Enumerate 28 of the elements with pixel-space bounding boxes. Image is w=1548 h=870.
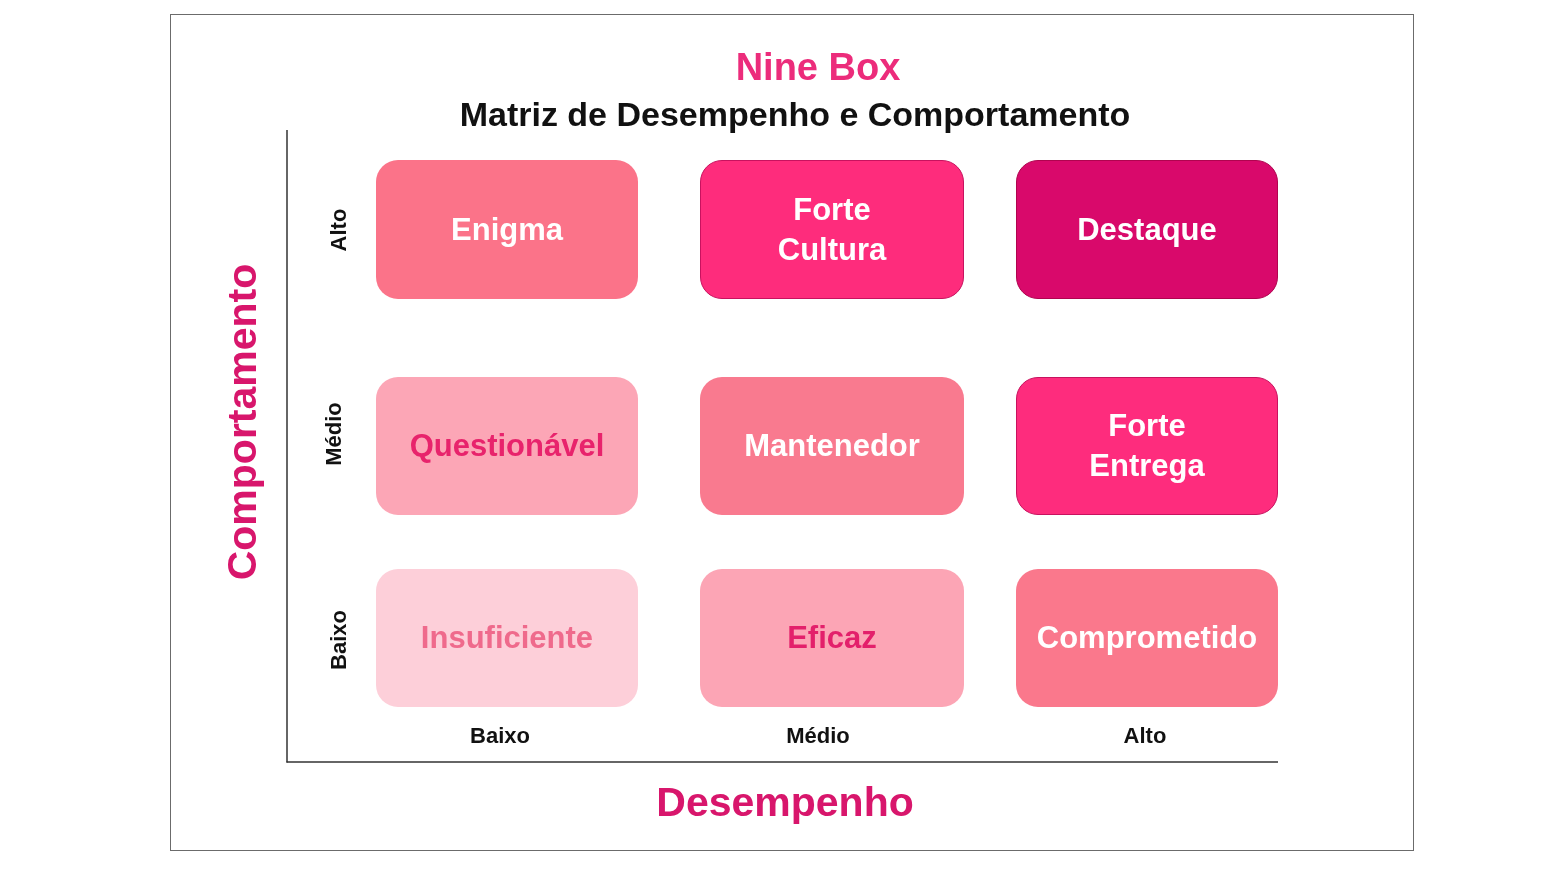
axis-tick-label: Médio [786, 722, 850, 748]
category-card [376, 569, 638, 707]
category-card [700, 569, 964, 707]
axis-tick-label: Alto [325, 208, 351, 252]
axis-tick-label: Médio [320, 402, 346, 466]
subtitle: Matriz de Desempenho e Comportamento [459, 94, 1131, 134]
axis-tick-label: Baixo [325, 610, 351, 670]
category-label: Enigma [451, 210, 563, 249]
category-label: Forte Cultura [776, 190, 888, 269]
category-label: Destaque [1077, 210, 1217, 249]
category-card [376, 377, 638, 515]
category-card [1016, 569, 1278, 707]
category-card [700, 377, 964, 515]
category-label: Eficaz [787, 619, 877, 657]
category-card [1016, 160, 1278, 299]
category-label: Questionável [409, 427, 605, 465]
category-label: Forte Entrega [1088, 407, 1206, 485]
axis-tick-label: Baixo [470, 722, 530, 748]
category-label: Comprometido [1036, 619, 1258, 657]
category-card [1016, 377, 1278, 515]
axis-title: Desempenho [656, 778, 914, 826]
category-label: Mantenedor [744, 427, 920, 465]
category-card [700, 160, 964, 299]
title: Nine Box [735, 45, 901, 89]
category-card [376, 160, 638, 299]
axis-title: Comportamento [218, 263, 266, 581]
category-label: Insuficiente [420, 619, 594, 657]
axis-tick-label: Alto [1123, 722, 1167, 748]
